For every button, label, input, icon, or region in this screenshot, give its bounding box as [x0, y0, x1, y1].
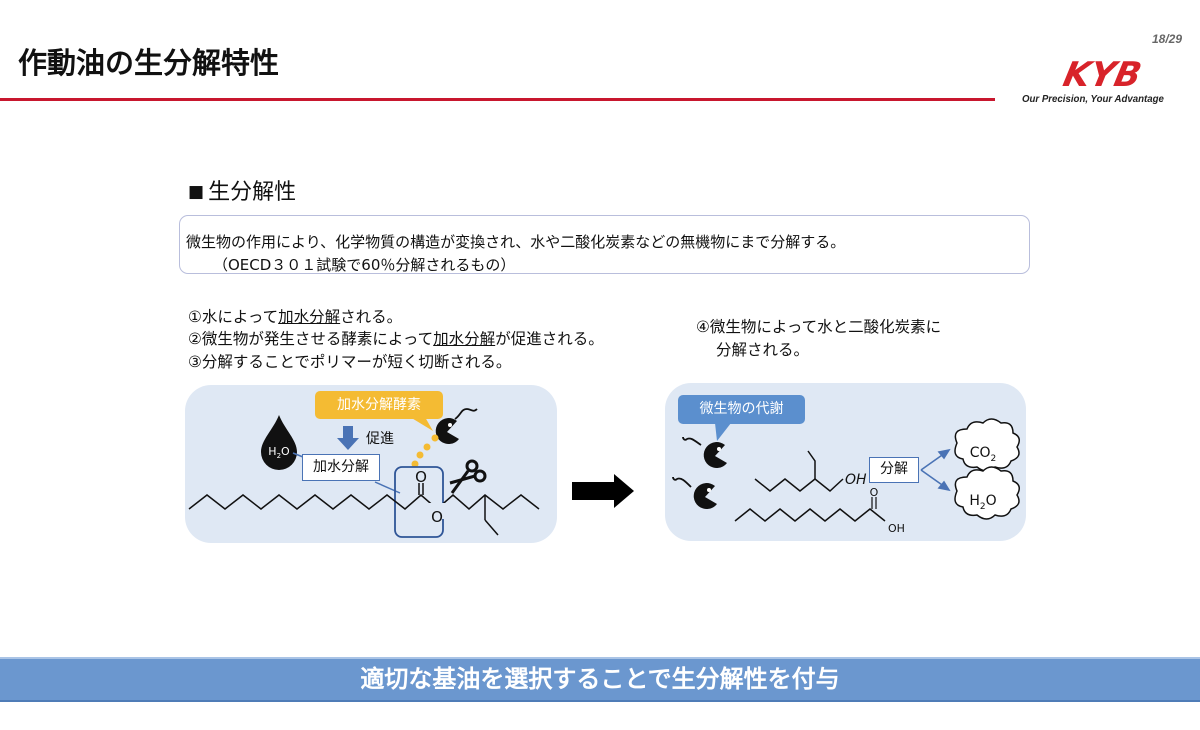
cloud-icon: CO2 [954, 418, 1020, 472]
kyb-logo: KYB [1060, 58, 1145, 90]
step-2: ②微生物が発生させる酵素によって加水分解が促進される。 [188, 327, 604, 349]
step-2-prefix: ②微生物が発生させる酵素によって [188, 330, 434, 348]
logo-text: KYB [1060, 58, 1145, 90]
title-divider [0, 98, 995, 101]
metabolism-callout-tail [715, 423, 731, 441]
microbe-icon [682, 436, 727, 469]
bullet-square: ■ [188, 182, 205, 202]
microbe-icon [672, 476, 717, 510]
decompose-arrows [920, 448, 951, 492]
water-drop-icon: H2O [261, 415, 297, 470]
section-heading-text: 生分解性 [208, 180, 297, 205]
h2o-label: H2O [969, 493, 996, 512]
step-1-keyword: 加水分解 [278, 308, 341, 326]
ester-carbon-chain [188, 494, 540, 510]
step-2-suffix: が促進される。 [495, 330, 604, 348]
ester-oxygen: O [431, 508, 443, 526]
process-arrow-icon [572, 474, 634, 508]
promote-label: 促進 [366, 431, 394, 447]
conclusion-banner [0, 657, 1200, 702]
step-2-keyword: 加水分解 [433, 330, 496, 348]
carbonyl-oxygen: O [415, 468, 427, 486]
hydrolysis-label-box: 加水分解 [302, 454, 380, 481]
section-heading: ■生分解性 [188, 174, 296, 206]
step-4-line1: ④微生物によって水と二酸化炭素に [696, 318, 942, 336]
scissors-icon [449, 459, 487, 494]
definition-note: （OECD３０１試験で60％分解されるもの） [213, 256, 516, 274]
slide-title: 作動油の生分解特性 [18, 46, 280, 80]
alcohol-chain [754, 478, 844, 492]
definition-text: 微生物の作用により、化学物質の構造が変換され、水や二酸化炭素などの無機物にまで分… [186, 233, 846, 251]
fatty-acid-chain [734, 508, 886, 522]
definition-box [179, 215, 1030, 274]
drop-connector [292, 452, 304, 458]
metabolism-callout: 微生物の代謝 [678, 395, 805, 424]
step-3: ③分解することでポリマーが短く切断される。 [188, 353, 512, 371]
acid-oh: OH [888, 522, 905, 535]
cloud-icon: H2O [954, 466, 1020, 520]
ethyl-branch-end [484, 519, 499, 536]
hydrolysis-diagram: H2O O O [188, 408, 540, 538]
logo-tagline: Our Precision, Your Advantage [1022, 93, 1164, 105]
alcohol-branch [807, 450, 816, 479]
hydrolysis-pointer [374, 481, 401, 494]
microbe-icon [435, 408, 478, 445]
page-number: 18/29 [1151, 32, 1182, 46]
step-1: ①水によって加水分解される。 [188, 305, 402, 327]
co2-label: CO2 [970, 445, 997, 464]
enzyme-dots [411, 434, 439, 468]
enzyme-callout: 加水分解酵素 [315, 391, 443, 419]
conclusion-text: 適切な基油を選択することで生分解性を付与 [360, 665, 840, 693]
alcohol-oh: OH [845, 472, 867, 488]
acid-oxygen: O [870, 486, 879, 499]
metabolism-diagram: OH O OH CO2 H2O [672, 418, 1020, 535]
down-arrow-icon [337, 426, 359, 450]
step-1-prefix: ①水によって [188, 308, 279, 326]
step-4-line2: 分解される。 [716, 341, 810, 359]
decompose-label-box: 分解 [869, 457, 919, 483]
svg-text:H2O: H2O [268, 445, 290, 460]
step-1-suffix: される。 [340, 308, 403, 326]
enzyme-callout-tail [410, 417, 433, 431]
